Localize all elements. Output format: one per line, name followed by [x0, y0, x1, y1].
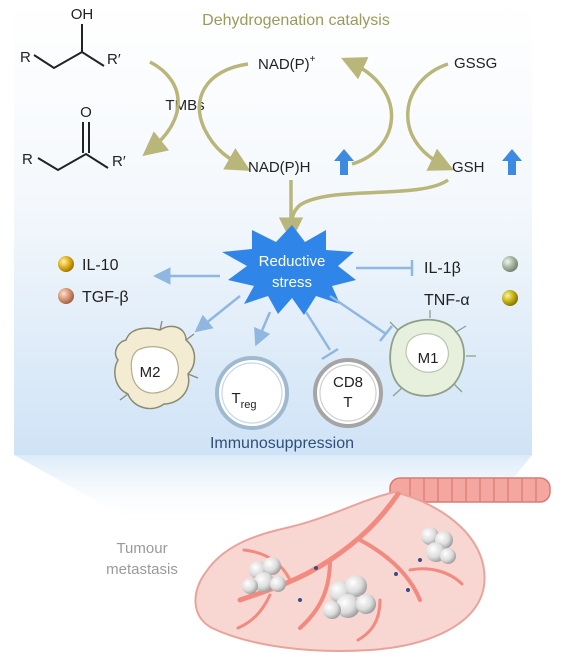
ketone-o-label: O [80, 104, 92, 121]
il10-label: IL-10 [82, 257, 119, 274]
reductive-stress-line2: stress [272, 274, 312, 291]
ketone-r-label: R [22, 151, 33, 168]
tumour-metastasis-line1: Tumour [116, 540, 167, 557]
alcohol-r-prime-label: R′ [107, 51, 121, 68]
trachea-icon [389, 477, 551, 503]
tumour-metastasis-line2: metastasis [106, 561, 178, 578]
alcohol-r-label: R [20, 49, 31, 66]
page-title: Dehydrogenation catalysis [202, 12, 390, 29]
tnfa-label: TNF-α [424, 292, 470, 309]
alcohol-molecule [33, 24, 105, 70]
m2-macrophage-cell [114, 320, 199, 410]
reductive-stress-burst-icon [222, 225, 356, 315]
il1b-sphere-icon [502, 256, 518, 272]
nadp-plus-label: NAD(P)+ [258, 54, 316, 73]
treg-main: T [231, 390, 240, 407]
nadph-label: NAD(P)H [248, 159, 311, 176]
treg-cell [215, 356, 289, 430]
nadp-plus-superscript: + [310, 54, 316, 65]
gsh-label: GSH [452, 159, 485, 176]
il10-sphere-icon [58, 256, 74, 272]
m2-label: M2 [140, 364, 161, 381]
tgfb-label: TGF-β [82, 289, 129, 306]
immunosuppression-label: Immunosuppression [210, 435, 354, 452]
nadph-increase-icon [334, 149, 354, 175]
reductive-stress-line1: Reductive [259, 253, 326, 270]
tumour-cluster-center [323, 575, 376, 619]
cd8-label-line2: T [343, 394, 352, 411]
cd8-label-line1: CD8 [333, 374, 363, 391]
cd8-t-cell [313, 358, 383, 428]
tumour-cluster-left [242, 557, 286, 594]
catalyst-label: TMBs [165, 97, 204, 114]
tumour-cluster-right [421, 527, 456, 564]
treg-subscript: reg [241, 399, 257, 411]
reaction-arrows [142, 57, 454, 242]
m1-label: M1 [418, 350, 439, 367]
ketone-r-prime-label: R′ [112, 153, 126, 170]
m1-macrophage-cell [389, 310, 476, 397]
il1b-label: IL-1β [424, 260, 461, 277]
gssg-label: GSSG [454, 55, 497, 72]
tgfb-sphere-icon [58, 288, 74, 304]
gsh-increase-icon [502, 149, 522, 175]
lung-lobe [194, 490, 486, 653]
effect-arrows [153, 260, 414, 361]
metastasis-dots [298, 558, 422, 602]
ketone-molecule [37, 122, 109, 172]
treg-label: Treg [231, 390, 256, 411]
tnfa-sphere-icon [502, 290, 518, 306]
nadp-plus-text: NAD(P) [258, 56, 310, 73]
alcohol-oh-label: OH [71, 6, 94, 23]
